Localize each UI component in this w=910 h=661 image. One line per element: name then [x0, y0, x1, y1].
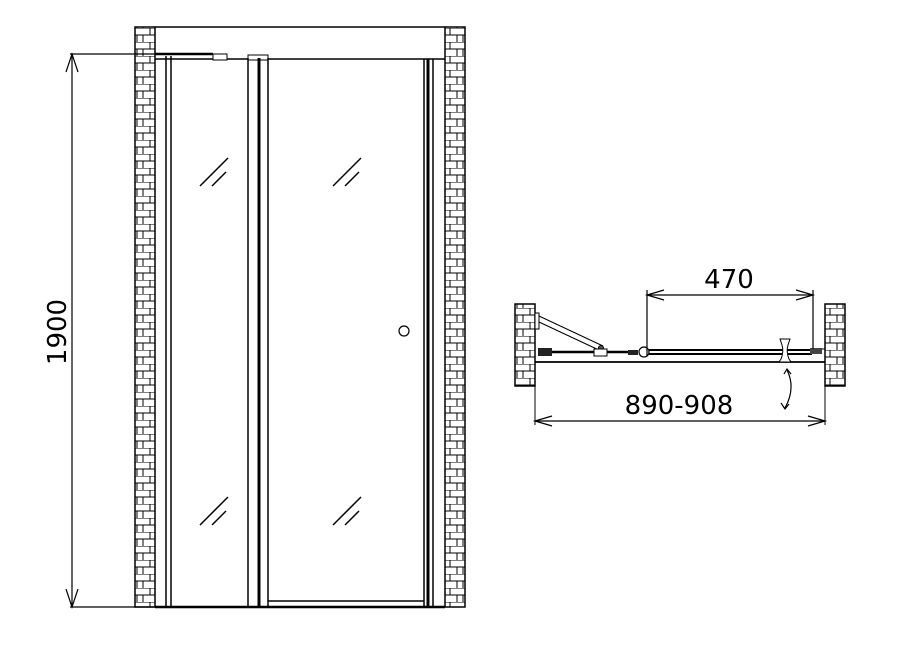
glass-mark-fixed-top	[199, 157, 229, 187]
plan-right-wall	[824, 303, 846, 387]
plan-handle	[778, 338, 792, 363]
swing-arrow-icon	[780, 367, 792, 411]
fixed-panel-open	[534, 312, 604, 352]
total-width-dimension	[532, 415, 828, 427]
glass-mark-door-top	[332, 157, 362, 187]
door-width-label: 470	[704, 265, 754, 295]
plan-view: 470 890-908	[514, 265, 846, 427]
glass-mark-door-bottom	[332, 496, 362, 526]
height-dimension	[65, 52, 155, 609]
glass-mark-fixed-bottom	[199, 496, 229, 526]
door-handle-knob	[398, 325, 410, 337]
plan-left-wall	[514, 303, 536, 387]
left-wall	[134, 26, 156, 608]
right-wall	[444, 26, 466, 608]
total-width-label: 890-908	[625, 391, 734, 421]
front-view: 1900	[43, 26, 466, 609]
door-width-dimension	[644, 289, 816, 356]
height-dimension-label: 1900	[43, 299, 73, 365]
